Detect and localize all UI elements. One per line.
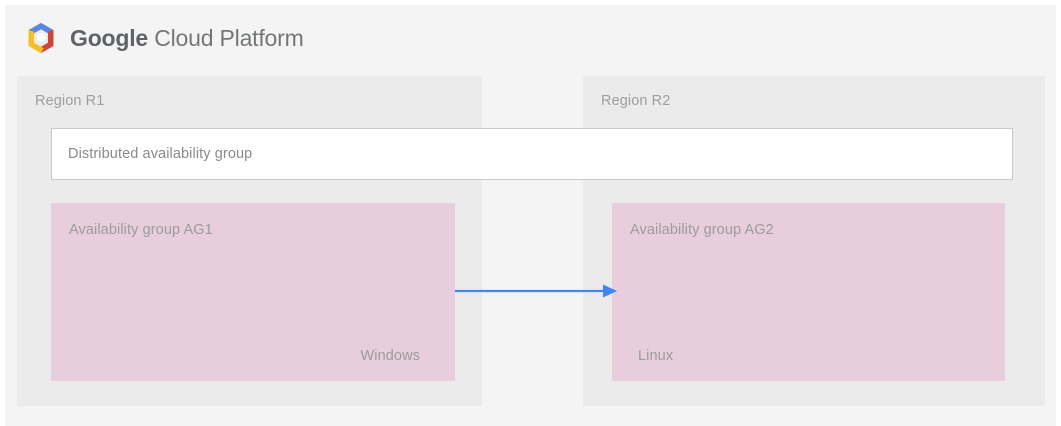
availability-group-box-ag2: Availability group AG2 Linux <box>612 203 1005 381</box>
os-label-windows: Windows <box>360 348 420 364</box>
distributed-availability-group-label: Distributed availability group <box>68 146 253 162</box>
brand-name-google: Google <box>70 24 149 51</box>
google-cloud-platform-logo-icon <box>24 21 58 55</box>
brand-name-cloud-platform: Cloud Platform <box>154 24 304 51</box>
availability-group-title-ag1: Availability group AG1 <box>69 222 213 238</box>
os-label-linux: Linux <box>638 348 674 364</box>
region-label-r1: Region R1 <box>35 93 105 109</box>
availability-group-box-ag1: Availability group AG1 Windows <box>51 203 455 381</box>
availability-group-title-ag2: Availability group AG2 <box>630 222 774 238</box>
product-header: Google Cloud Platform <box>24 18 304 58</box>
product-wordmark: Google Cloud Platform <box>70 24 304 51</box>
replication-arrow-right-icon <box>455 281 620 301</box>
region-label-r2: Region R2 <box>601 93 671 109</box>
distributed-availability-group-box: Distributed availability group <box>51 128 1013 180</box>
